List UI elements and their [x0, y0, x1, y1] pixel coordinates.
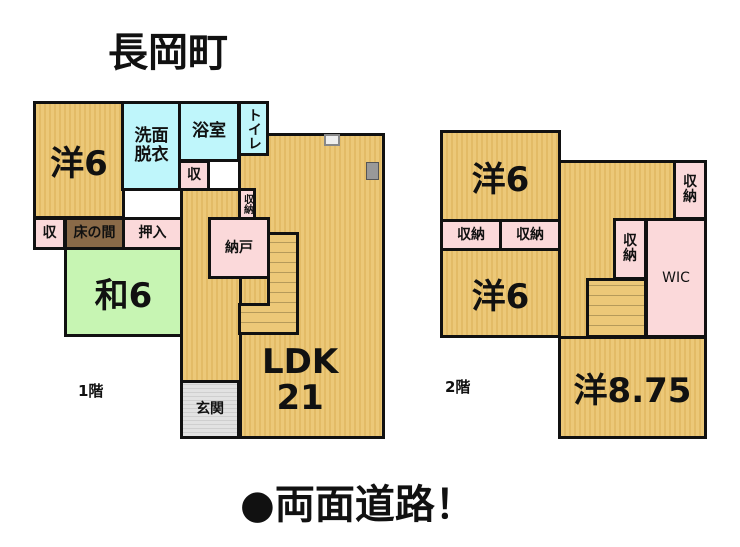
- stove-icon: [366, 162, 379, 180]
- room-japanese: 和6: [64, 247, 183, 337]
- storage-b: 収納: [499, 219, 561, 251]
- storage-a: 収納: [440, 219, 502, 251]
- room-bathroom: 浴室: [178, 101, 240, 162]
- entrance-label: 玄関: [196, 401, 224, 418]
- storage-right-label: 収納: [683, 174, 697, 205]
- storage-a-label: 収納: [457, 226, 485, 243]
- storage-left: 収: [33, 217, 66, 250]
- storage-b-label: 収納: [516, 226, 544, 243]
- closet-label: 納戸: [225, 239, 253, 256]
- wic-label: WIC: [662, 269, 690, 286]
- floor-1-label: 1階: [78, 382, 104, 400]
- room-western-2f-lower: 洋6: [440, 248, 561, 338]
- room-toilet: トイレ: [238, 101, 269, 156]
- stairs-1f-landing: [238, 303, 270, 335]
- oshiire-label: 押入: [138, 225, 167, 242]
- room-washroom: 洗面 脱衣: [121, 101, 182, 191]
- storage-left-label: 収: [42, 225, 57, 242]
- western-lower-label: 洋6: [471, 276, 530, 317]
- storage-mid: 収納: [613, 218, 647, 280]
- toilet-label: トイレ: [245, 107, 262, 150]
- tokonoma-label: 床の間: [73, 225, 116, 242]
- floor-2-label: 2階: [445, 378, 471, 396]
- storage-right: 収納: [673, 160, 707, 220]
- western-large-label: 洋8.75: [573, 371, 692, 411]
- storage-vertical: 収納: [238, 188, 256, 220]
- page-title: 長岡町: [108, 30, 228, 76]
- storage-mid-label: 収納: [623, 233, 637, 264]
- western-top-label: 洋6: [471, 159, 530, 200]
- sink-icon: [324, 134, 340, 146]
- washroom-label: 洗面 脱衣: [134, 126, 169, 165]
- room-closet: 納戸: [208, 217, 270, 279]
- footer-note: ●両面道路！: [240, 482, 475, 528]
- stairs-1f: [267, 232, 299, 335]
- room-entrance: 玄関: [180, 380, 240, 439]
- ldk-label: LDK 21: [262, 342, 339, 418]
- room-western-1f: 洋6: [33, 101, 125, 219]
- room-western-2f-top: 洋6: [440, 130, 561, 222]
- storage-small-label: 収: [187, 167, 201, 184]
- storage-vertical-label: 収納: [241, 194, 253, 214]
- tokonoma: 床の間: [64, 217, 125, 250]
- oshiire: 押入: [122, 217, 183, 250]
- room-western-large: 洋8.75: [558, 336, 707, 439]
- room-wic: WIC: [645, 218, 707, 338]
- japanese-room-label: 和6: [94, 275, 153, 316]
- stairs-2f: [586, 278, 647, 338]
- western-room-label: 洋6: [50, 143, 108, 184]
- storage-small: 収: [178, 160, 210, 191]
- bathroom-label: 浴室: [192, 121, 226, 142]
